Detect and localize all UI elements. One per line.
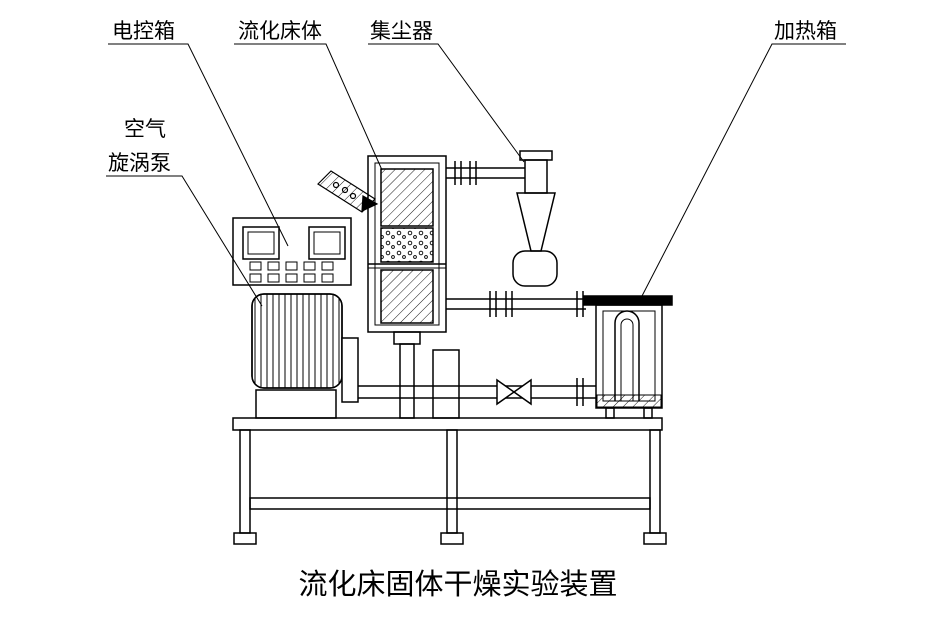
table-foot-left [233, 532, 257, 545]
heater-top-plate [583, 295, 673, 306]
leader-fluidized-bed [234, 43, 383, 171]
bed-support-stand [432, 349, 460, 419]
leader-heating-box [641, 43, 846, 297]
bed-inner-shell [374, 162, 440, 326]
piping [358, 291, 596, 406]
label-heating-box: 加热箱 [774, 19, 837, 43]
bed-support-column [399, 343, 415, 419]
air-pump [251, 293, 359, 419]
heater-bottom-hatch [596, 394, 662, 408]
heater-element-inner [620, 318, 634, 401]
air-pump-fins [251, 293, 343, 389]
dust-collector [446, 150, 558, 287]
diagram-caption: 流化床固体干燥实验装置 [298, 568, 617, 601]
bed-window-bottom [380, 269, 434, 324]
table-shelf [249, 497, 651, 510]
cyclone-cone [516, 192, 556, 252]
labels: 电控箱 流化床体 集尘器 加热箱 空气 旋涡泵 流化床固体干燥实验装置 [108, 19, 837, 601]
table-leg-middle [446, 429, 458, 534]
bed-particle-zone [380, 227, 434, 263]
leader-dust-collector [368, 43, 525, 163]
control-box-buttons [249, 261, 334, 283]
top-pipe-flanges [454, 161, 477, 185]
cyclone-cap [519, 150, 553, 161]
lower-pipe-flanges [576, 378, 584, 406]
control-box-body [232, 217, 352, 286]
fluidized-bed [367, 155, 460, 419]
label-air-pump-line1: 空气 [124, 117, 166, 141]
air-pump-head [341, 337, 359, 403]
air-pump-base [255, 389, 337, 419]
table-foot-right [643, 532, 667, 545]
cyclone-collection-pot [512, 250, 558, 287]
cyclone-cylinder [524, 159, 548, 194]
label-control-box: 电控箱 [112, 19, 175, 43]
upper-pipe-flanges [489, 291, 584, 317]
bed-window-top [380, 168, 434, 227]
label-fluidized-bed: 流化床体 [238, 19, 322, 43]
heater-shell [595, 304, 663, 409]
heater-leg-right [643, 407, 653, 419]
label-dust-collector: 集尘器 [370, 19, 433, 43]
leader-air-pump [106, 175, 263, 307]
table-leg-left [239, 429, 251, 534]
heating-box [583, 295, 673, 419]
leader-control-box [108, 43, 289, 247]
heater-inner-wall [602, 310, 656, 402]
table-leg-right [649, 429, 661, 534]
label-air-pump-line2: 旋涡泵 [108, 151, 171, 175]
control-box-display-left [242, 226, 280, 260]
feed-arrow [361, 195, 379, 212]
feed-chute [317, 170, 379, 213]
frame [232, 417, 667, 545]
heater-leg-left [605, 407, 615, 419]
heater-element-outer [614, 310, 640, 401]
bed-bottom-flange [393, 331, 421, 345]
table-top [232, 417, 663, 431]
control-box [232, 217, 352, 286]
valve [496, 378, 532, 406]
control-box-display-right [308, 226, 346, 260]
leader-lines [106, 43, 846, 307]
table-foot-middle [440, 532, 464, 545]
